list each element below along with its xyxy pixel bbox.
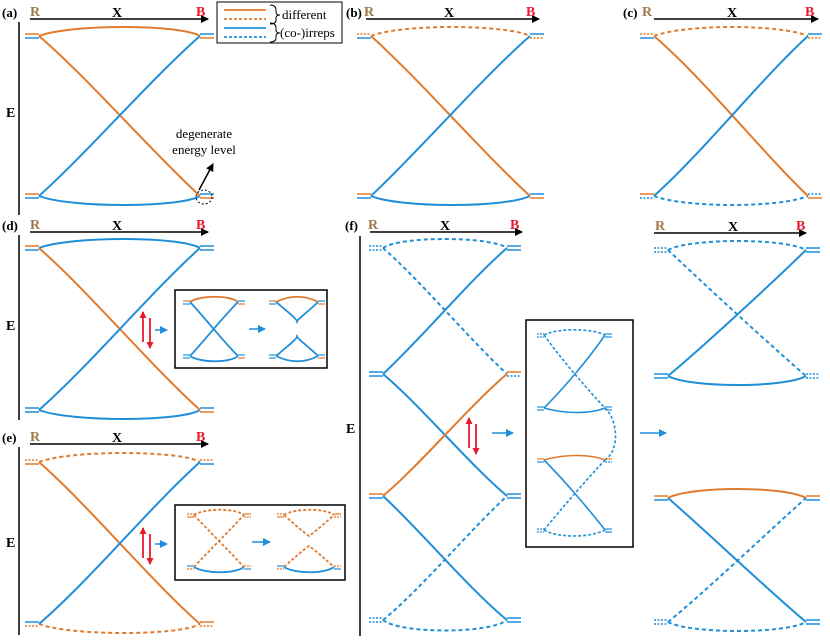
label-X: X	[112, 219, 122, 234]
band-top-dashed	[38, 452, 201, 463]
panel-d: (d) R X B E	[2, 218, 328, 420]
label-R: R	[655, 219, 666, 234]
perturbation-arrows	[465, 417, 480, 455]
band-cross-2	[38, 35, 201, 197]
band-bottom-dashed	[653, 195, 809, 206]
band-mid-top	[667, 488, 807, 499]
band-cross-2	[370, 35, 531, 197]
band-f3-cross-2	[382, 495, 508, 621]
label-X: X	[728, 220, 738, 235]
band-top	[38, 238, 201, 249]
endpoint-ticks	[25, 459, 214, 627]
panel-b: (b) R X B	[346, 5, 544, 206]
label-E: E	[6, 536, 15, 551]
legend-brace-2	[269, 22, 281, 43]
label-X: X	[727, 6, 737, 21]
band-bottom	[370, 195, 531, 206]
perturbation-arrows	[139, 311, 154, 349]
band-f1-cross-2	[382, 247, 508, 375]
band-top-dashed	[370, 26, 531, 37]
panel-f-result: R X B	[654, 219, 820, 632]
label-B: B	[526, 5, 535, 20]
label-B: B	[196, 218, 205, 233]
label-E: E	[6, 106, 15, 121]
legend-irreps: (co-)irreps	[280, 25, 335, 40]
band-f1-top	[382, 238, 508, 249]
legend-brace-1	[269, 4, 281, 25]
label-B: B	[796, 219, 805, 234]
panel-e: (e) R X B E	[2, 430, 346, 635]
inset-e	[174, 504, 346, 581]
band-mid-bottom	[667, 375, 807, 386]
label-R: R	[30, 5, 41, 20]
panel-f: (f) R X B E	[345, 218, 667, 636]
panel-b-label: (b)	[346, 5, 362, 20]
band-bottom	[38, 195, 201, 206]
band-cross-4	[667, 497, 807, 623]
panel-f-label: (f)	[345, 218, 358, 233]
annotation-arrow	[198, 163, 214, 191]
annotation-line2: energy level	[172, 142, 236, 157]
band-bottom-dashed	[38, 623, 201, 634]
label-E: E	[346, 422, 355, 437]
label-R: R	[368, 218, 379, 233]
band-top-dashed	[667, 240, 807, 251]
label-B: B	[805, 5, 814, 20]
label-R: R	[364, 5, 375, 20]
label-R: R	[30, 430, 41, 445]
panel-e-label: (e)	[2, 430, 16, 445]
inset-f	[525, 319, 634, 548]
label-X: X	[444, 6, 454, 21]
inset-d	[174, 289, 328, 369]
band-top-dashed	[653, 26, 809, 37]
endpoint-ticks	[640, 33, 822, 199]
panel-a: (a) R X B E degenerate energy level	[2, 5, 236, 215]
band-cross-2	[667, 249, 807, 377]
endpoint-ticks	[357, 33, 544, 199]
perturbation-arrows	[139, 527, 154, 565]
legend: different (co-)irreps	[216, 1, 343, 44]
label-X: X	[112, 6, 122, 21]
panel-c: (c) R X B	[623, 5, 822, 206]
endpoint-ticks	[25, 245, 214, 413]
band-cross-2	[38, 247, 201, 411]
band-top	[38, 26, 201, 37]
band-bottom-dashed	[667, 621, 807, 632]
band-f2-cross-2	[382, 373, 508, 497]
panel-c-label: (c)	[623, 5, 637, 20]
band-cross-2	[653, 35, 809, 197]
label-R: R	[642, 5, 653, 20]
panel-d-label: (d)	[2, 218, 18, 233]
band-f3-bottom	[382, 619, 508, 632]
endpoint-ticks	[369, 245, 521, 623]
degenerate-circle	[195, 189, 213, 205]
endpoint-ticks	[654, 247, 820, 625]
band-cross-2	[38, 461, 201, 625]
annotation-line1: degenerate	[176, 126, 233, 141]
label-X: X	[112, 431, 122, 446]
panel-a-label: (a)	[2, 5, 17, 20]
label-B: B	[510, 218, 519, 233]
legend-different: different	[282, 7, 327, 22]
band-bottom	[38, 409, 201, 420]
label-E: E	[6, 319, 15, 334]
endpoint-ticks	[25, 33, 214, 199]
label-B: B	[196, 5, 205, 20]
label-R: R	[30, 218, 41, 233]
label-X: X	[440, 219, 450, 234]
label-B: B	[196, 430, 205, 445]
